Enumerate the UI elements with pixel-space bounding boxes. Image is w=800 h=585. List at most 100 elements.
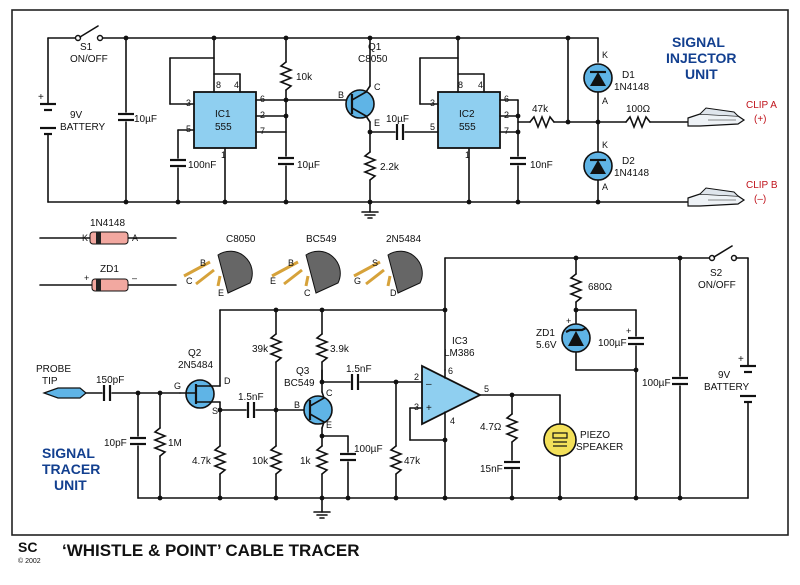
ic1-pin-3: 3	[186, 98, 191, 108]
d2-anode-triangle	[590, 160, 606, 174]
battery1-label: BATTERY	[60, 122, 106, 133]
junction-dot	[393, 495, 399, 501]
switch-contact	[96, 34, 104, 42]
zener-pin-plus: +	[84, 273, 89, 283]
q1-ref: Q1	[368, 42, 382, 53]
junction-dot	[157, 390, 163, 396]
resistor-680r-label: 680Ω	[588, 282, 613, 293]
q1-pin-b: B	[338, 90, 344, 100]
junction-dot	[211, 35, 217, 41]
resistor-3k9-label: 3.9k	[330, 344, 350, 355]
q2-jfet	[185, 379, 215, 409]
piezo-label-line2: SPEAKER	[576, 442, 623, 453]
logo-sc: SC	[18, 539, 37, 555]
probe-tip-icon	[42, 387, 87, 399]
junction-dot	[565, 119, 571, 125]
resistor-1m	[152, 427, 168, 457]
resistor-4r7	[504, 413, 520, 443]
d1-pin-a: A	[602, 96, 608, 106]
ic2-ref: IC2	[459, 109, 475, 120]
ic3-amplifier	[421, 364, 483, 426]
diode-pin-k: K	[82, 233, 88, 243]
junction-dot	[283, 199, 289, 205]
battery2-plus: +	[738, 354, 744, 365]
junction-dot	[393, 379, 399, 385]
resistor-4r7-label: 4.7Ω	[480, 422, 502, 433]
ic2-pin-2: 2	[504, 110, 509, 120]
frame-border	[11, 9, 789, 536]
battery2-voltage: 9V	[718, 370, 731, 381]
bc549-pin-c: C	[304, 288, 311, 298]
ic3-minus: –	[426, 379, 432, 390]
ic3-ref: IC3	[452, 336, 468, 347]
d1-type: 1N4148	[614, 82, 649, 93]
clip-b-label: CLIP B	[746, 180, 778, 191]
probe-label-line1: PROBE	[36, 364, 71, 375]
diode-pin-a: A	[132, 233, 138, 243]
zener-ref: ZD1	[100, 264, 119, 275]
d1-pin-k: K	[602, 50, 608, 60]
battery2-label: BATTERY	[704, 382, 750, 393]
cap-zobel-label: 15nF	[480, 464, 503, 475]
q2-pin-s: S	[212, 406, 218, 416]
injector-title-line3: UNIT	[685, 66, 718, 82]
q2-type: 2N5484	[178, 360, 213, 371]
ic2-pin-6: 6	[504, 94, 509, 104]
d2-pin-a: A	[602, 182, 608, 192]
junction-dot	[633, 495, 639, 501]
ic2-type: 555	[459, 122, 476, 133]
q3-pin-c: C	[326, 388, 333, 398]
junction-dot	[319, 307, 325, 313]
cap-rail-label: 100µF	[642, 378, 671, 389]
c8050-package-icon	[183, 250, 253, 294]
tracer-title-line1: SIGNAL	[42, 445, 95, 461]
tracer-title-line2: TRACER	[42, 461, 100, 477]
junction-dot	[345, 495, 351, 501]
junction-dot	[273, 307, 279, 313]
resistor-39k	[268, 333, 284, 363]
ic1-pin-8: 8	[216, 80, 221, 90]
junction-dot	[222, 199, 228, 205]
switch-s2-lever	[713, 245, 733, 258]
s2-ref: S2	[710, 268, 723, 279]
resistor-2k2	[362, 151, 378, 181]
q1-collector-lead	[351, 91, 367, 101]
zd1-anode-triangle	[568, 331, 584, 346]
pinout-section: 1N4148 K A ZD1 + – C8050 B C E BC549 B E…	[39, 218, 423, 298]
switch-s1-lever	[79, 25, 99, 38]
cap-zener-plus: +	[626, 326, 631, 336]
bc549-label: BC549	[306, 234, 337, 245]
ic3-pin-2: 2	[414, 372, 419, 382]
ic2-pin-3: 3	[430, 98, 435, 108]
wire	[321, 421, 325, 429]
c8050-label: C8050	[226, 234, 256, 245]
2n5484-label: 2N5484	[386, 234, 421, 245]
clip-b-icon	[687, 187, 746, 207]
bc549-package-icon	[271, 250, 341, 294]
junction-dot	[135, 390, 141, 396]
q1-emitter-lead	[351, 107, 367, 117]
cap-ic1-label: 10µF	[297, 160, 320, 171]
resistor-680r	[568, 273, 584, 303]
q2-ref: Q2	[188, 348, 202, 359]
ic2-box	[437, 91, 501, 149]
zd1-cathode-bar	[565, 327, 587, 333]
q2-pin-d: D	[224, 376, 231, 386]
cap-q3ic3-label: 1.5nF	[346, 364, 372, 375]
q3-pin-b: B	[294, 400, 300, 410]
resistor-1k-label: 1k	[300, 456, 312, 467]
tracer-section: PROBE TIP 150pF 10pF 1M Q2 2N5484 G D	[36, 245, 756, 519]
junction-dot	[442, 437, 448, 443]
junction-dot	[565, 35, 571, 41]
resistor-4k7-label: 4.7k	[192, 456, 212, 467]
ic3-pin-4: 4	[450, 416, 455, 426]
piezo-speaker-icon	[543, 423, 577, 457]
ic2-pin-8: 8	[458, 80, 463, 90]
ic3-pin-5: 5	[484, 384, 489, 394]
resistor-1m-label: 1M	[168, 438, 182, 449]
zener-pin-minus: –	[132, 273, 137, 283]
q3-emitter-lead	[309, 413, 325, 423]
copyright: © 2002	[18, 557, 41, 565]
junction-dot	[175, 199, 181, 205]
battery-plus: +	[38, 92, 44, 103]
